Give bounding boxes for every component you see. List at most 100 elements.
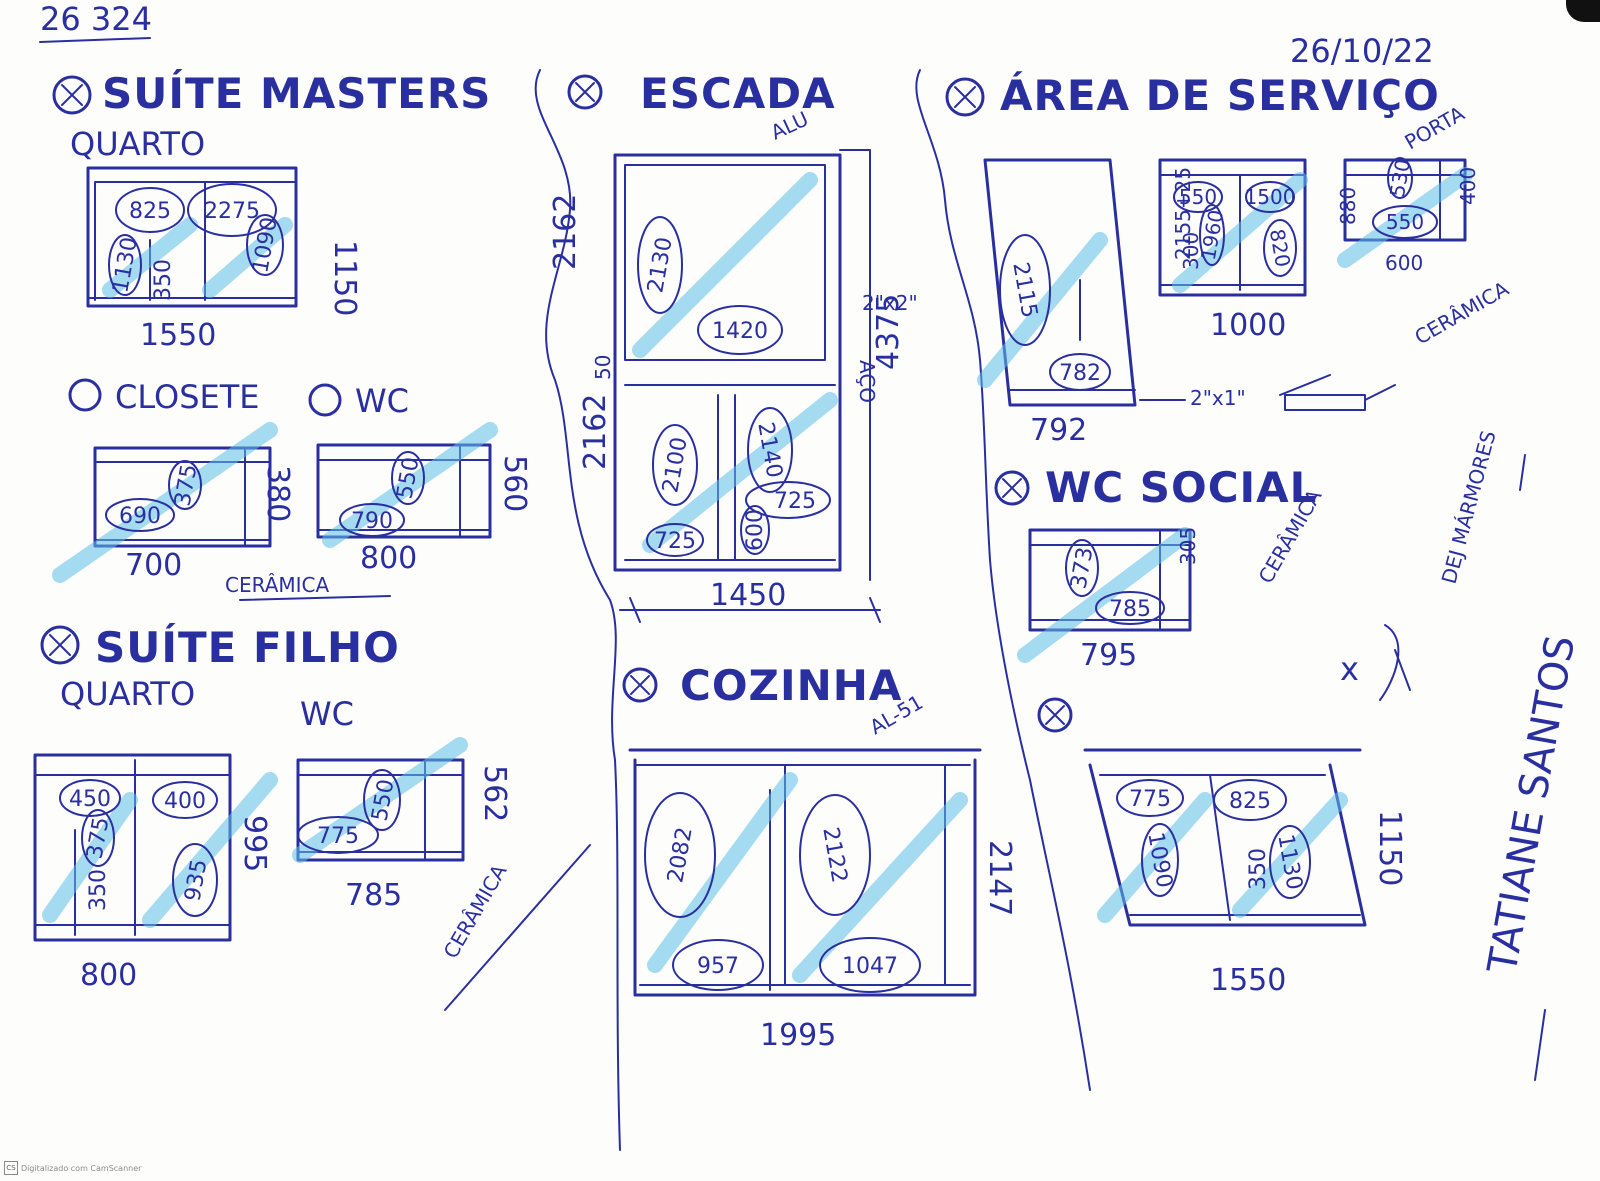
escada-bullet-icon [567,74,603,110]
area-servico-bullet-icon [945,77,985,117]
suite-filho-quarto-piece-3: 375 [83,815,115,861]
area-servico-piece-8: 530 [1385,157,1415,199]
project-code-underline [39,37,151,43]
suite-master-quarto-height: 1150 [327,240,362,316]
closet-piece-1: 690 [119,504,161,529]
wc-social-piece-2: 785 [1109,597,1151,622]
suite-master-quarto-window: 825 2275 1090 1130 350 [86,166,298,308]
wc-master-label: WC [355,382,409,420]
signature-stroke [1534,1009,1546,1081]
escada-height-bottom: 2162 [578,394,613,470]
closet-window: 690 375 [52,422,278,583]
extra-window: 775 825 1090 1130 350 [1083,748,1367,927]
area-servico-piece-6: 300 [1179,232,1203,270]
wc-social-bullet-icon [994,470,1030,506]
cozinha-height: 2147 [982,840,1017,916]
sheet-date: 26/10/22 [1290,32,1434,70]
cozinha-width: 1995 [760,1018,836,1053]
cozinha-bullet-icon [622,667,658,703]
escada-height-total: 4375 [871,294,906,370]
escada-piece-3: 2100 [658,435,692,494]
suite-filho-quarto-label: QUARTO [60,675,195,713]
area-servico-width-a: 792 [1030,413,1087,448]
area-servico-profile: 2"x1" [1190,386,1246,410]
wc-social-piece-1: 373 [1067,545,1099,591]
suite-filho-quarto-piece-4: 935 [181,857,213,903]
area-servico-height-c: 400 [1456,167,1480,205]
wc-master-bullet-icon [308,383,342,417]
suite-filho-quarto-piece-5: 350 [86,869,111,911]
wc-social-bullet-cross-icon [1002,478,1022,498]
suite-filho-wc-piece-1: 775 [317,824,359,849]
wc-master-window: 790 550 [316,422,498,548]
suite-filho-wc-height: 562 [477,765,512,822]
suite-filho-title: SUÍTE FILHO [95,622,400,672]
area-servico-width-b: 1000 [1210,308,1286,343]
closet-bullet-icon [68,378,102,412]
area-servico-window-c: 530 550 [1337,157,1473,268]
area-servico-width-c: 600 [1385,251,1423,275]
suite-filho-note-underline [444,844,591,1011]
suite-master-quarto-piece-2: 2275 [204,199,260,224]
suite-filho-quarto-height: 995 [237,815,272,872]
suite-filho-quarto-window: 450 400 375 935 350 [33,753,278,942]
escada-width-dimension-line [619,597,881,623]
wc-social-window: 373 785 [1017,527,1193,663]
area-servico-piece-4: 1500 [1245,185,1296,209]
suite-master-quarto-width: 1550 [140,318,216,353]
escada-piece-5: 725 [774,489,816,514]
suite-master-note-underline [239,595,391,601]
reviewer-stroke [1519,454,1526,491]
suite-filho-quarto-piece-2: 400 [164,789,206,814]
area-servico-piece-2: 782 [1059,361,1101,386]
project-code: 26 324 [40,0,152,38]
cozinha-piece-2: 2122 [817,825,851,884]
escada-title: ESCADA [640,69,836,118]
wc-master-height: 560 [497,455,532,512]
cozinha-bullet-cross-icon [630,675,650,695]
closet-label: CLOSETE [115,378,260,416]
closet-height: 380 [260,465,295,522]
escada-width: 1450 [710,578,786,613]
suite-master-title: SUÍTE MASTERS [102,68,491,118]
suite-filho-wc-window: 775 550 [292,737,468,863]
wc-master-width: 800 [360,541,417,576]
area-servico-piece-1: 2115 [1007,260,1041,319]
x-mark: x [1340,650,1359,688]
escada-window: 2130 1420 2100 2140 725 600 725 [613,149,871,581]
escada-piece-7: 725 [654,529,696,554]
escada-bullet-cross-icon [575,82,595,102]
initials-scribble-icon [1379,624,1411,701]
area-servico-piece-7: 820 [1265,227,1295,269]
extra-piece-5: 350 [1246,848,1271,890]
extra-height: 1150 [1372,810,1407,886]
suite-master-note: CERÂMICA [225,573,329,597]
extra-piece-1: 775 [1129,787,1171,812]
scan-corner-shadow [1566,0,1600,22]
area-servico-window-a: 2115 782 [977,158,1137,407]
extra-piece-2: 825 [1229,789,1271,814]
column-divider-right [915,69,1091,1091]
wc-social-width: 795 [1080,638,1137,673]
suite-filho-bullet-icon [40,625,80,665]
cozinha-piece-1: 2082 [663,825,697,884]
area-servico-bullet-cross-icon [954,86,976,108]
suite-filho-wc-width: 785 [345,878,402,913]
suite-filho-wc-label: WC [300,695,354,733]
escada-profile: 2"x2" [862,291,918,315]
area-servico-profile-sketch [1279,374,1396,411]
area-servico-height-b: 880 [1336,187,1360,225]
closet-width: 700 [125,548,182,583]
cozinha-piece-4: 1047 [842,954,898,979]
signature: TATIANE SANTOS [1479,632,1584,978]
wc-social-title: WC SOCIAL [1045,463,1317,512]
wc-social-height: 305 [1176,527,1200,565]
suite-filho-bullet-cross-icon [49,634,71,656]
section-bullet-icon [52,75,92,115]
suite-master-quarto-label: QUARTO [70,125,205,163]
extra-width: 1550 [1210,963,1286,998]
escada-height-top: 2162 [548,194,583,270]
section-bullet-cross-icon [61,84,83,106]
column-divider-left [534,69,621,1151]
